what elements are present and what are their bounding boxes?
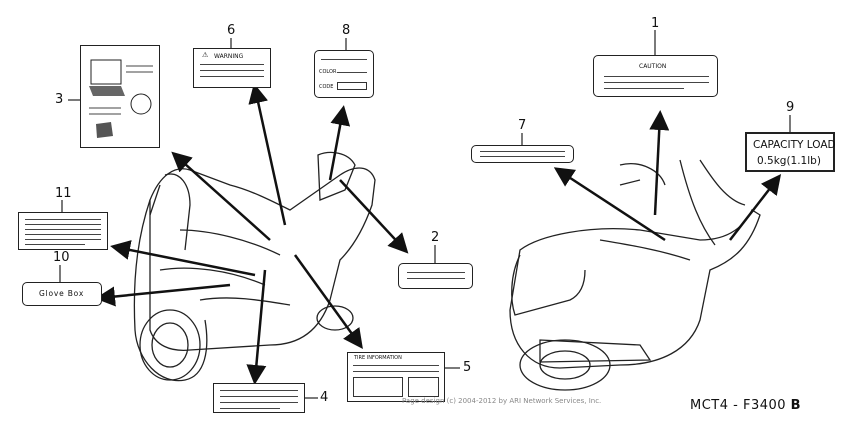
callout-8: 8 [342, 23, 351, 38]
callout-11: 11 [55, 186, 72, 201]
pictogram-icon [89, 59, 153, 138]
caution-label-text: CAUTION [639, 63, 667, 70]
callout-2: 2 [431, 230, 440, 245]
glove-box-text: Glove Box [39, 289, 85, 298]
warning-label: WARNING ⚠ [193, 48, 271, 88]
left-scooter-illustration [133, 151, 376, 382]
tire-information-text: TIRE INFORMATION [354, 355, 402, 361]
label-4 [213, 383, 305, 413]
code-text: CODE [319, 84, 334, 90]
label-7 [471, 145, 574, 163]
callout-3: 3 [55, 92, 64, 107]
callout-5: 5 [463, 360, 472, 375]
glove-box-label: Glove Box [22, 282, 102, 306]
callout-leaders [59, 30, 791, 399]
callout-6: 6 [227, 23, 236, 38]
callout-10: 10 [53, 250, 70, 265]
diagram-code-text: MCT4 - F3400 [690, 398, 787, 413]
callout-9: 9 [786, 100, 795, 115]
diagram-code-suffix: B [790, 398, 802, 413]
warning-triangle-icon: ⚠ [202, 51, 209, 59]
label-3-pictogram [80, 45, 160, 148]
capacity-load-value: 0.5kg(1.1lb) [757, 155, 821, 167]
warning-label-text: WARNING [214, 53, 244, 60]
callout-1: 1 [651, 16, 660, 31]
tire-information-label: TIRE INFORMATION [347, 352, 445, 402]
color-code-label: COLOR CODE [314, 50, 374, 98]
leader-arrows [95, 83, 782, 385]
label-11 [18, 212, 108, 250]
caution-label: CAUTION [593, 55, 718, 97]
diagram-code: MCT4 - F3400 B [690, 398, 801, 413]
label-2 [398, 263, 473, 289]
capacity-load-label: CAPACITY LOAD 0.5kg(1.1lb) [745, 132, 836, 172]
callout-4: 4 [320, 390, 329, 405]
right-scooter-illustration [509, 159, 761, 391]
capacity-load-title: CAPACITY LOAD [753, 139, 836, 151]
copyright-notice: Page design (c) 2004-2012 by ARI Network… [402, 397, 602, 405]
callout-7: 7 [518, 118, 527, 133]
color-text: COLOR [319, 69, 337, 75]
